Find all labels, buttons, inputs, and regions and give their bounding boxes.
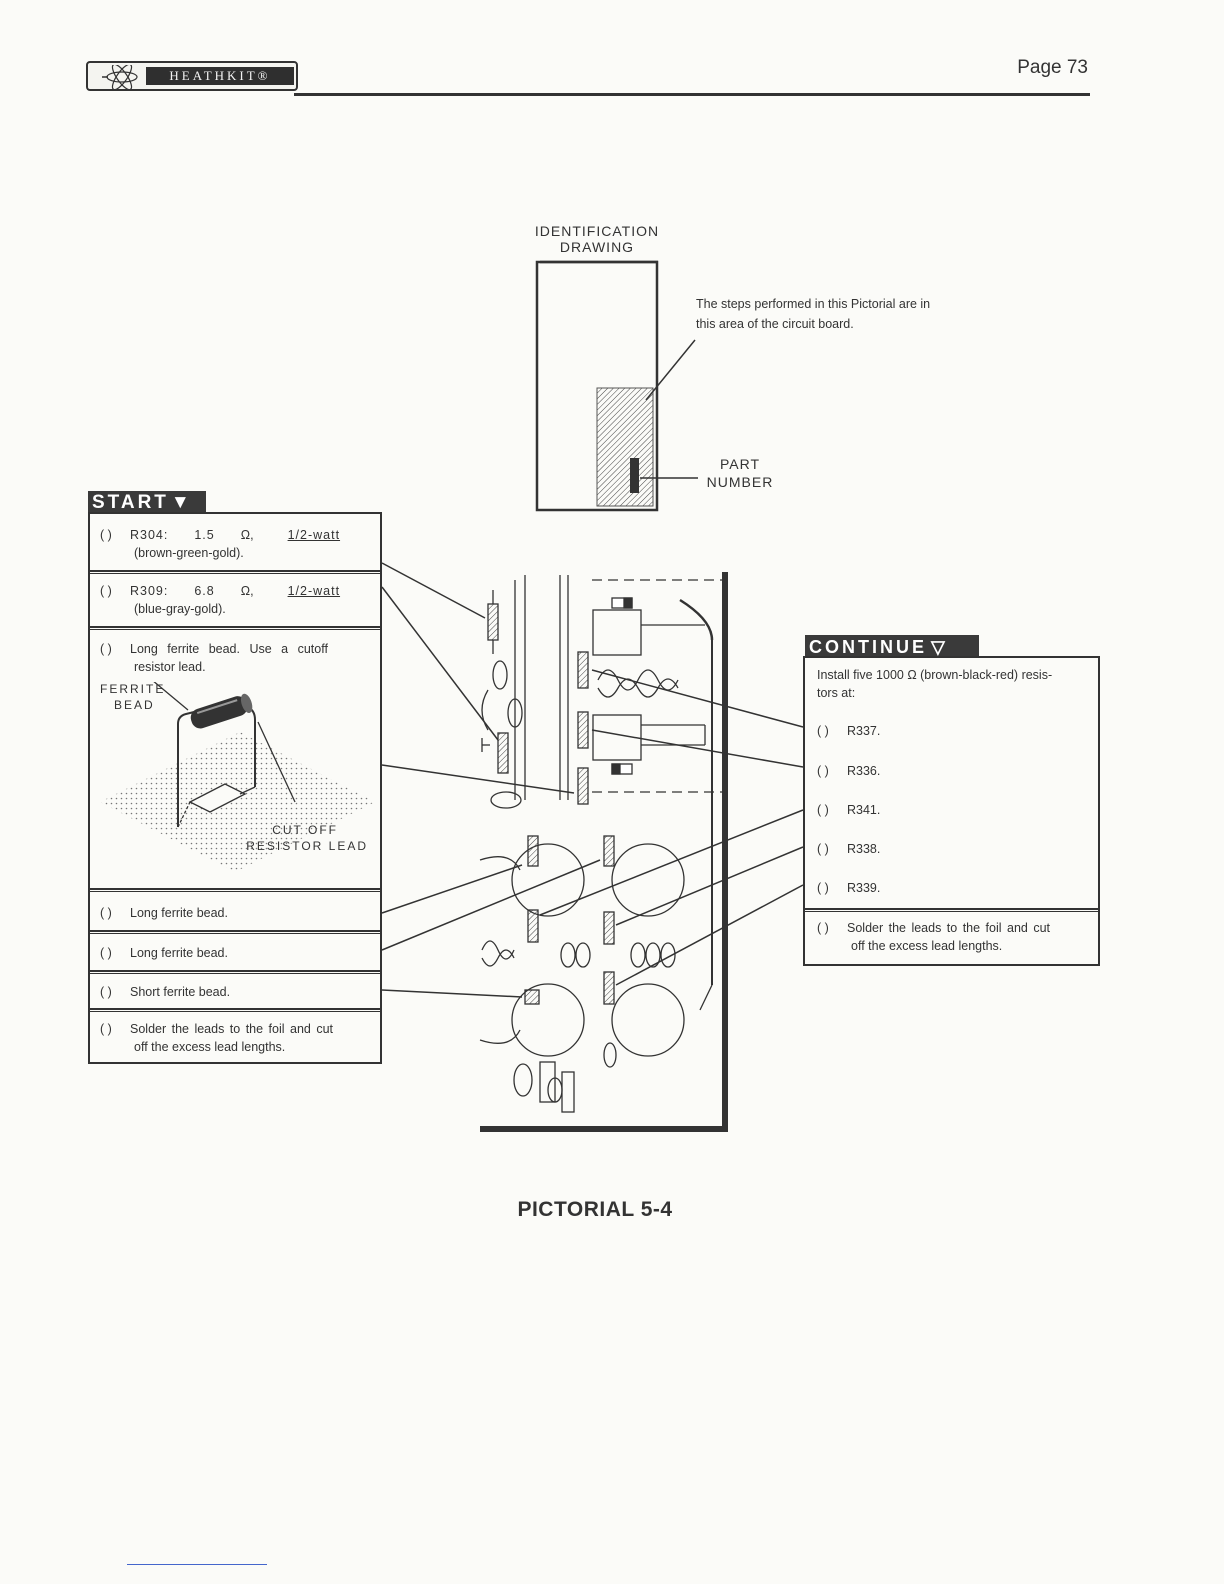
step-long-ferrite-2: ( )Long ferrite bead. xyxy=(100,946,228,960)
checkbox-r337[interactable]: ( ) xyxy=(817,724,829,738)
step-long-ferrite-1: ( )Long ferrite bead. xyxy=(100,906,228,920)
continue-steps-panel: Install five 1000 Ω (brown-black-red) re… xyxy=(803,656,1100,966)
page-number: Page 73 xyxy=(1017,57,1088,78)
checkbox-ferrite-cutoff[interactable]: ( ) xyxy=(100,642,112,656)
continue-tag: CONTINUE▽ xyxy=(805,635,979,659)
arrow-down-outline-icon: ▽ xyxy=(931,637,948,657)
item-r338: ( )R338. xyxy=(817,842,881,856)
step-divider xyxy=(90,930,380,934)
step-long-ferrite-cutoff: ( )Long ferrite bead. Use a cutoff resis… xyxy=(100,642,328,674)
leader-lines-left xyxy=(381,562,601,998)
step-solder-right: ( )Solder the leads to the foil and cut … xyxy=(817,921,1051,953)
heathkit-logo: HEATHKIT® xyxy=(86,61,298,91)
checkbox-r338[interactable]: ( ) xyxy=(817,842,829,856)
checkbox-r341[interactable]: ( ) xyxy=(817,803,829,817)
item-r341: ( )R341. xyxy=(817,803,881,817)
step-divider xyxy=(805,908,1098,912)
checkbox-r336[interactable]: ( ) xyxy=(817,764,829,778)
step-short-ferrite: ( )Short ferrite bead. xyxy=(100,985,231,999)
identification-title: IDENTIFICATION DRAWING xyxy=(534,223,660,255)
step-divider xyxy=(90,570,380,574)
pictorial-caption: PICTORIAL 5-4 xyxy=(517,1198,673,1221)
ferrite-bead-illustration xyxy=(100,682,375,872)
cutoff-lead-label: CUT OFF RESISTOR LEAD xyxy=(246,823,368,853)
checkbox-r309[interactable]: ( ) xyxy=(100,584,112,598)
identification-note: The steps performed in this Pictorial ar… xyxy=(696,297,931,331)
step-solder-left: ( )Solder the leads to the foil and cut … xyxy=(100,1022,334,1054)
step-divider xyxy=(90,888,380,892)
checkbox-solder-left[interactable]: ( ) xyxy=(100,1022,112,1036)
checkbox-long-ferrite-2[interactable]: ( ) xyxy=(100,946,112,960)
identification-board xyxy=(535,260,698,512)
arrow-down-icon: ▼ xyxy=(170,492,193,513)
checkbox-long-ferrite-1[interactable]: ( ) xyxy=(100,906,112,920)
checkbox-solder-right[interactable]: ( ) xyxy=(817,921,829,935)
start-tag: START▼ xyxy=(88,491,206,514)
step-divider xyxy=(90,970,380,974)
circuit-board xyxy=(479,572,728,1132)
checkbox-short-ferrite[interactable]: ( ) xyxy=(100,985,112,999)
header-rule xyxy=(294,93,1090,96)
item-r336: ( )R336. xyxy=(817,764,881,778)
step-divider xyxy=(90,626,380,630)
leader-lines-right xyxy=(539,669,804,986)
logo-wordmark: HEATHKIT® xyxy=(146,67,294,85)
atom-icon xyxy=(102,65,138,89)
part-number-label: PART NUMBER xyxy=(706,456,774,490)
item-r339: ( )R339. xyxy=(817,881,881,895)
checkbox-r339[interactable]: ( ) xyxy=(817,881,829,895)
item-r337: ( )R337. xyxy=(817,724,881,738)
checkbox-r304[interactable]: ( ) xyxy=(100,528,112,542)
footer-link-underline xyxy=(127,1564,267,1565)
continue-intro: Install five 1000 Ω (brown-black-red) re… xyxy=(817,668,1053,700)
step-divider xyxy=(90,1008,380,1012)
ferrite-bead-label: FERRITE BEAD xyxy=(100,682,166,712)
